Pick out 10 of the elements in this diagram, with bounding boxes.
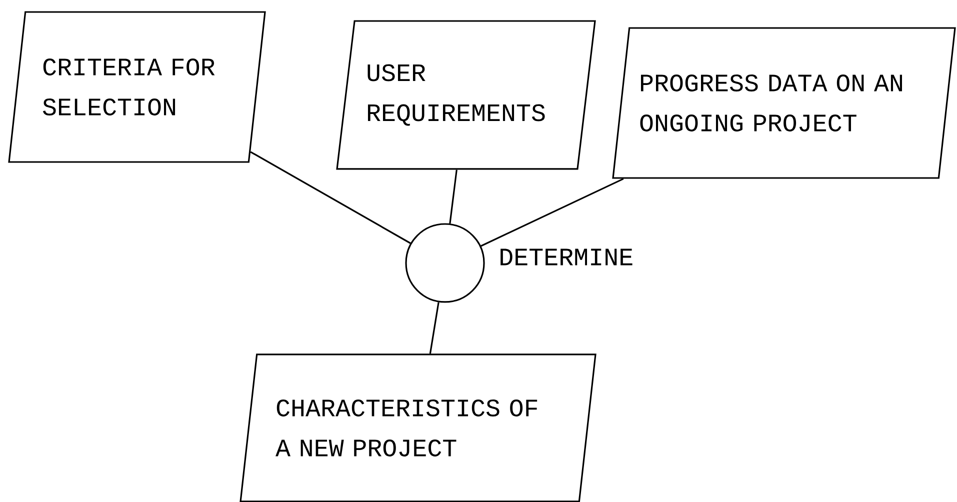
connector-line bbox=[449, 170, 458, 224]
connector-line bbox=[480, 178, 624, 247]
parallelogram-box: CRITERIA FOR SELECTION bbox=[8, 11, 266, 163]
beside-label: DETERMINE bbox=[500, 248, 632, 266]
parallelogram-box: PROGRESS DATA ON AN ONGOING PROJECT bbox=[612, 27, 956, 179]
connector-line bbox=[429, 302, 440, 354]
circle-symbol bbox=[405, 223, 485, 303]
parallelogram-box: USER REQUIREMENTS bbox=[336, 20, 596, 170]
connector-line bbox=[250, 151, 411, 244]
parallelogram-box: CHARACTERISTICS OF A NEW PROJECT bbox=[240, 354, 596, 502]
